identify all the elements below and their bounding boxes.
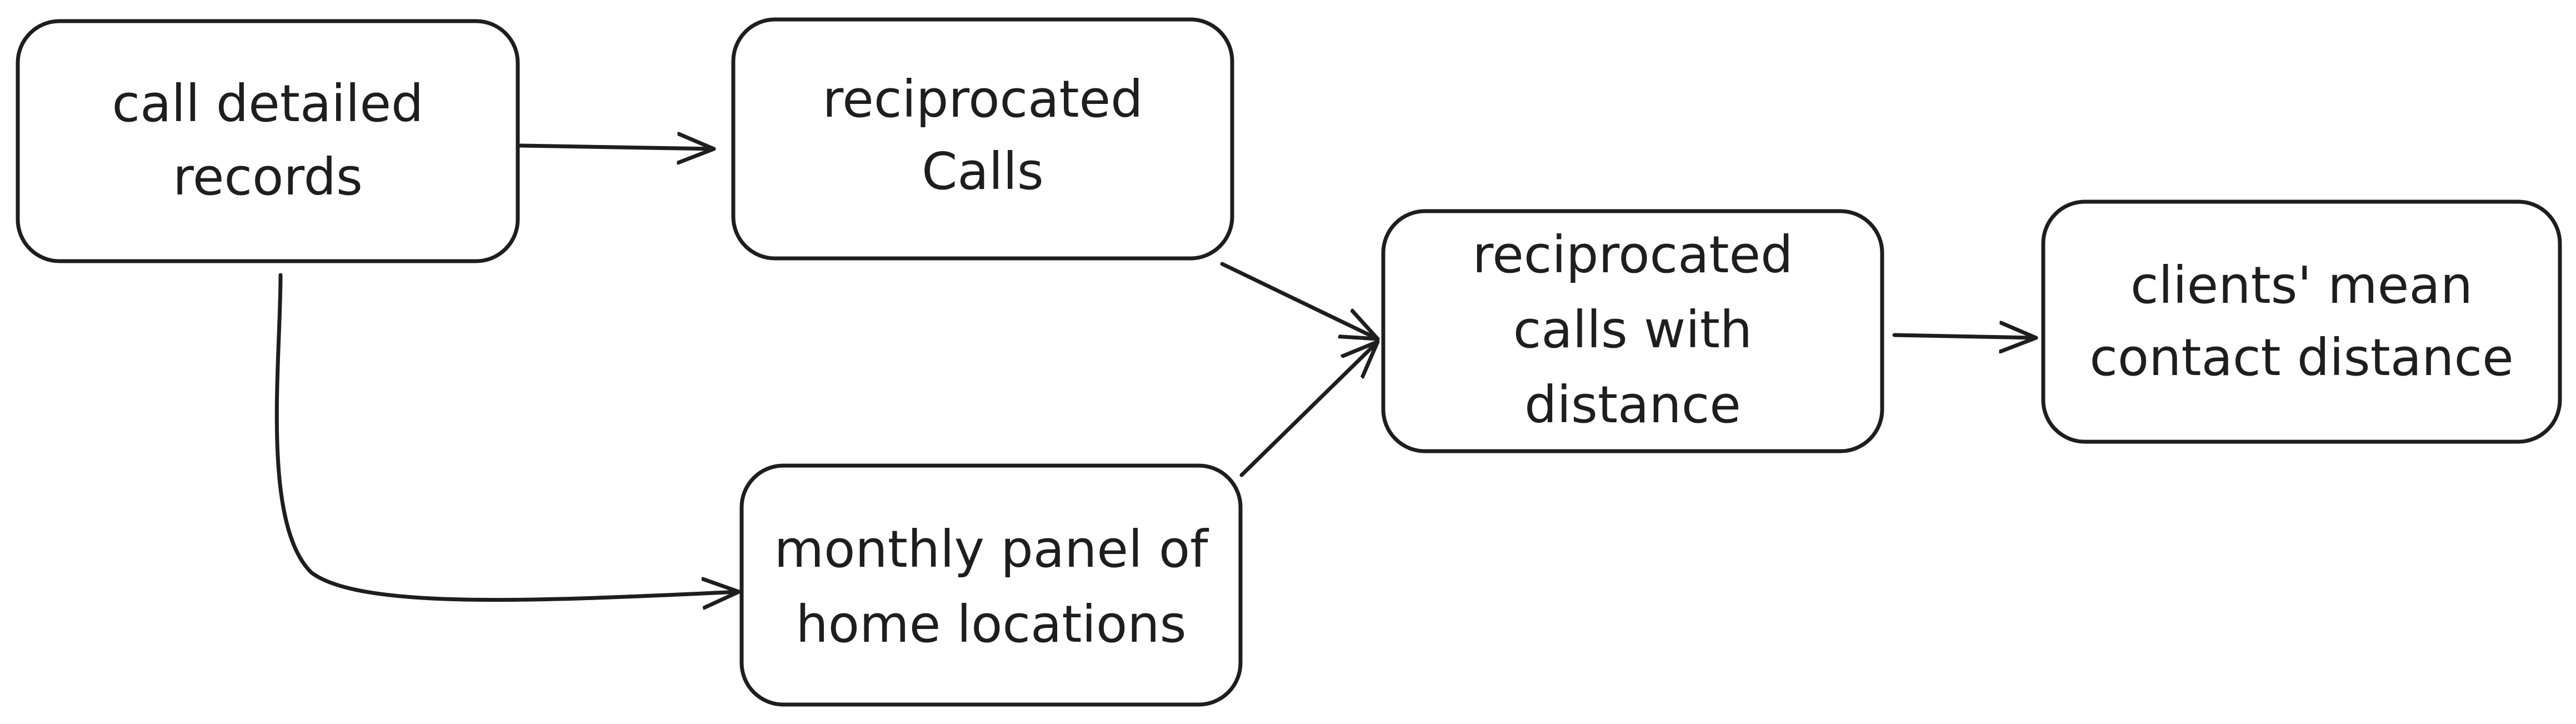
node-label-line: Calls [922,142,1044,201]
node-monthly-panel-home-locations: monthly panel of home locations [739,463,1243,707]
node-label-line: reciprocated [822,69,1143,129]
node-label-line: monthly panel of [774,520,1209,579]
node-label-line: records [173,147,363,207]
node-clients-mean-contact-distance: clients' mean contact distance [2041,199,2562,444]
node-label-line: reciprocated [1472,225,1793,284]
node-call-detailed-records: call detailed records [16,19,520,263]
edge-monthly-to-recipdist [1239,339,1380,477]
edge-recip-to-recipdist [1220,262,1380,341]
edge-cdr-to-monthly [274,273,741,600]
node-label-line: call detailed [112,74,424,133]
edge-recipdist-to-meandist [1892,335,2038,338]
node-label-line: distance [1524,375,1741,435]
node-reciprocated-calls-with-distance: reciprocated calls with distance [1381,209,1884,453]
edge-cdr-to-recip [517,146,716,149]
node-label-line: calls with [1513,300,1752,359]
node-label-line: contact distance [2089,328,2513,387]
node-reciprocated-calls: reciprocated Calls [731,17,1234,261]
node-label-line: home locations [796,595,1186,654]
node-label-line: clients' mean [2130,256,2473,315]
